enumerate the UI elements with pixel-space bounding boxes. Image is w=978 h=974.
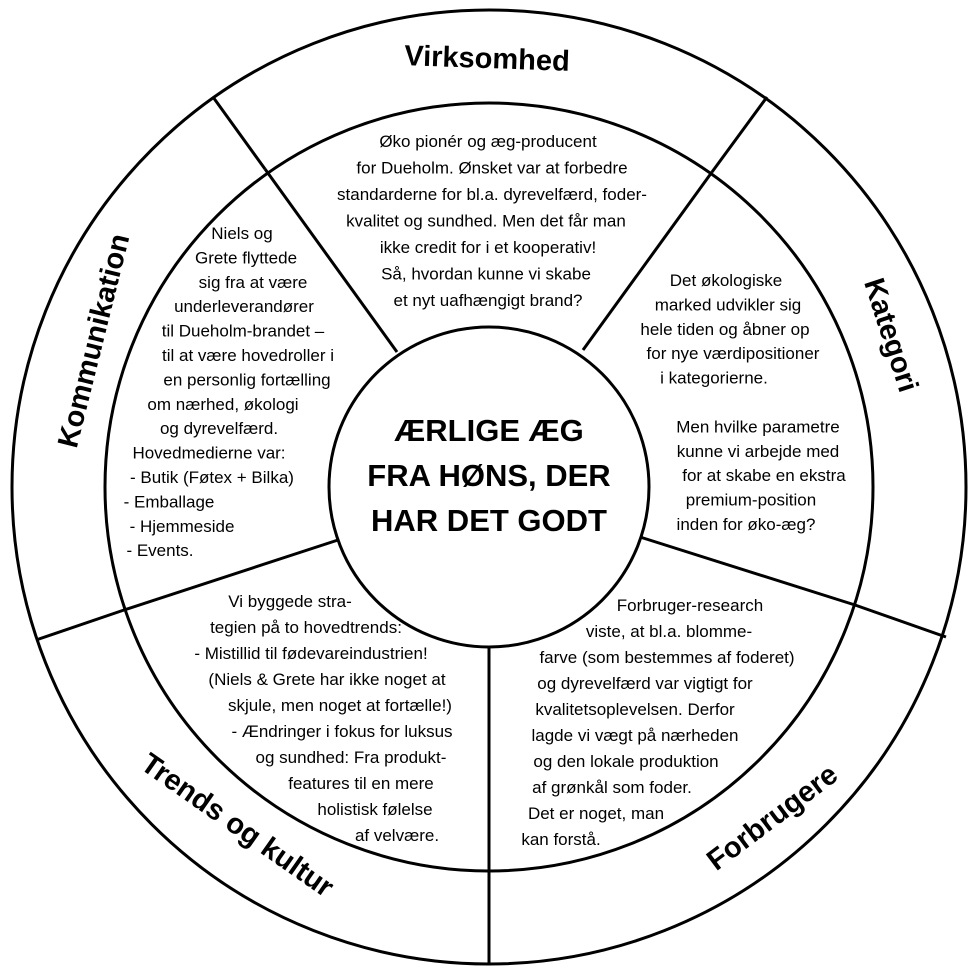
kommunikation-line: sig fra at være: [199, 273, 308, 292]
forbrugere-line: og dyrevelfærd var vigtigt for: [537, 674, 753, 693]
kommunikation-line: Hovedmedierne var:: [132, 444, 285, 463]
kategori-line: kunne vi arbejde med: [677, 442, 840, 461]
kategori-line: marked udvikler sig: [655, 295, 801, 314]
inner-divider-top-right: [581, 171, 714, 351]
outer-divider-top-left: [211, 96, 267, 170]
kommunikation-line: til at være hovedroller i: [162, 346, 334, 365]
kategori-line: premium-position: [686, 491, 816, 510]
kommunikation-line: en personlig fortælling: [163, 370, 330, 389]
virksomhed-line: et nyt uafhængigt brand?: [393, 291, 582, 310]
kategori-line: for nye værdipositioner: [647, 344, 820, 363]
kommunikation-line: - Events.: [126, 541, 193, 560]
kommunikation-line: og dyrevelfærd.: [160, 419, 278, 438]
center-circle: [327, 325, 651, 649]
trends-line: (Niels & Grete har ikke noget at: [208, 670, 445, 689]
trends-line: af velvære.: [355, 826, 439, 845]
trends-line: tegien på to hovedtrends:: [210, 618, 402, 637]
virksomhed-line: kvalitet og sundhed. Men det får man: [346, 212, 626, 231]
center-title: ÆRLIGE ÆG FRA HØNS, DER HAR DET GODT: [367, 413, 610, 538]
outer-divider-right: [854, 603, 947, 639]
trends-line: holistisk følelse: [317, 800, 432, 819]
inner-divider-top-left: [263, 168, 399, 353]
trends-line: Vi byggede stra-: [228, 592, 351, 611]
kommunikation-line: - Hjemmeside: [130, 517, 235, 536]
trends-line: og sundhed: Fra produkt-: [256, 748, 447, 767]
center-line-3: HAR DET GODT: [371, 503, 607, 538]
kommunikation-line: underleverandører: [174, 297, 314, 316]
forbrugere-line: viste, at bl.a. blomme-: [586, 622, 752, 641]
kommunikation-line: til Dueholm-brandet –: [162, 322, 325, 341]
kommunikation-line: - Emballage: [124, 492, 215, 511]
inner-divider-left: [123, 538, 339, 612]
kommunikation-line: - Butik (Føtex + Bilka): [130, 468, 294, 487]
kategori-line: Det økologiske: [670, 271, 782, 290]
kategori-line: for at skabe en ekstra: [682, 466, 846, 485]
forbrugere-line: og den lokale produktion: [533, 752, 718, 771]
kategori-line: inden for øko-æg?: [677, 515, 816, 534]
label-kategori: Kategori: [857, 274, 924, 396]
outer-divider-left: [35, 608, 125, 642]
trends-line: - Ændringer i fokus for luksus: [231, 722, 452, 741]
forbrugere-line: Det er noget, man: [528, 804, 664, 823]
center-line-1: ÆRLIGE ÆG: [394, 413, 583, 448]
label-forbrugere: Forbrugere: [701, 758, 844, 877]
forbrugere-line: kvalitetsoplevelsen. Derfor: [535, 700, 735, 719]
forbrugere-line: af grønkål som foder.: [532, 778, 692, 797]
segment-virksomhed-text: Øko pionér og æg-producent for Dueholm. Ø…: [337, 132, 647, 310]
virksomhed-line: for Dueholm. Ønsket var at forbedre: [356, 159, 627, 178]
segment-trends-text: Vi byggede stra-tegien på to hovedtrends…: [194, 592, 452, 845]
kommunikation-line: Grete flyttede: [195, 248, 297, 267]
inner-divider-right: [639, 535, 856, 607]
virksomhed-line: ikke credit for i et kooperativ!: [380, 238, 596, 257]
virksomhed-line: standarderne for bl.a. dyrevelfærd, fode…: [337, 185, 647, 204]
forbrugere-line: farve (som bestemmes af foderet): [539, 648, 794, 667]
forbrugere-line: Forbruger-research: [617, 596, 763, 615]
trends-line: skjule, men noget at fortælle!): [228, 696, 452, 715]
segment-kommunikation-text: Niels og Grete flyttede sig fra at være und…: [124, 224, 334, 560]
trends-line: features til en mere: [288, 774, 434, 793]
kategori-line: Men hvilke parametre: [676, 417, 839, 436]
outer-divider-top-right: [710, 96, 769, 173]
forbrugere-line: lagde vi vægt på nærheden: [532, 726, 739, 745]
segment-forbrugere-text: Forbruger-research viste, at bl.a. blomme…: [521, 596, 794, 849]
forbrugere-line: kan forstå.: [521, 830, 600, 849]
trends-line: - Mistillid til fødevareindustrien!: [194, 644, 427, 663]
virksomhed-line: Øko pionér og æg-producent: [379, 132, 597, 151]
label-virksomhed: Virksomhed: [404, 40, 571, 78]
kategori-line: hele tiden og åbner op: [640, 320, 809, 339]
kategori-line: i kategorierne.: [660, 369, 768, 388]
kommunikation-line: Niels og: [211, 224, 272, 243]
label-kommunikation: Kommunikation: [52, 231, 136, 451]
virksomhed-line: Så, hvordan kunne vi skabe: [381, 265, 591, 284]
center-line-2: FRA HØNS, DER: [367, 458, 610, 493]
segment-kategori-text: Det økologiske marked udvikler sig hele ti…: [640, 271, 846, 534]
kommunikation-line: om nærhed, økologi: [147, 395, 298, 414]
